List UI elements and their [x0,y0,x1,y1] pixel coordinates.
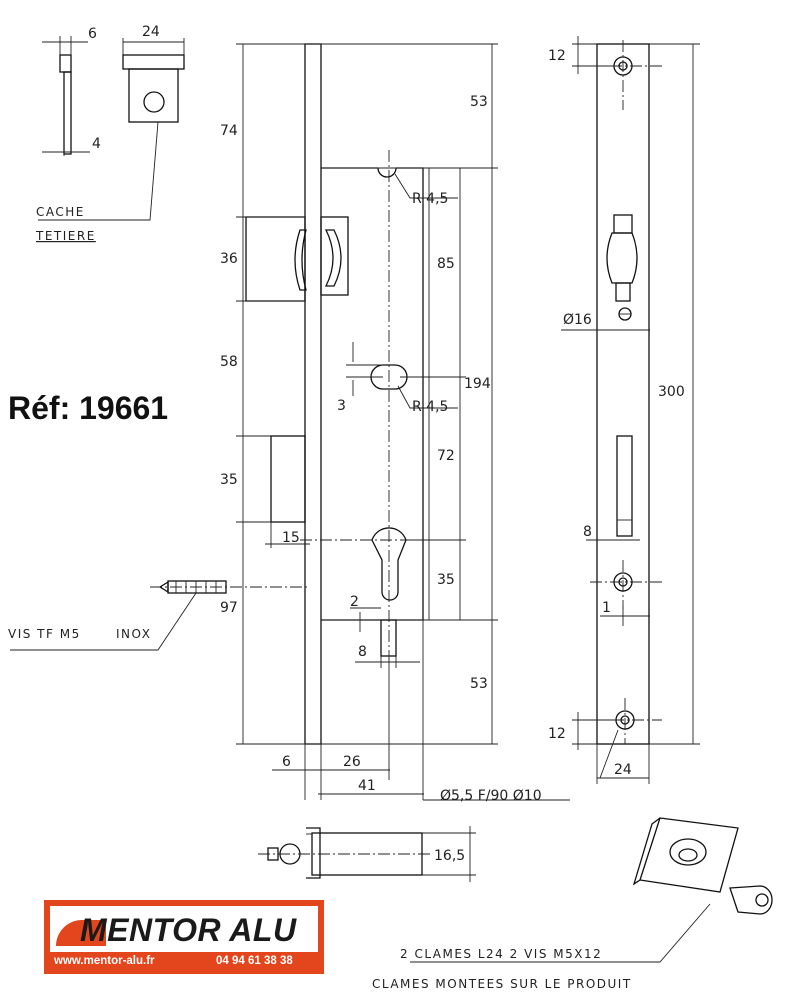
dim-bracket-to-handle: 85 [437,256,455,272]
label-tetiere: TETIERE [35,229,96,243]
dim-bolt-projection: 15 [282,530,300,546]
reference-title: Réf: 19661 [8,390,169,426]
dim-bolt-height: 35 [220,472,238,488]
dim-top-to-bracket: 53 [470,94,488,110]
dim-cache-width: 24 [142,24,160,40]
dim-case-depth: 41 [358,778,376,794]
dim-faceplate-bottom-hole: 12 [548,726,566,742]
dim-faceplate-width: 24 [614,762,632,778]
dim-latch-to-bolt: 58 [220,354,238,370]
dim-clame-thickness: 16,5 [434,848,465,864]
dim-bottom-bracket: 53 [470,676,488,692]
dim-handle-to-cylinder: 72 [437,448,455,464]
dim-faceplate-length: 300 [658,384,685,400]
label-radius-mid: R 4,5 [412,399,448,415]
label-vis-tf: VIS TF M5 [8,627,81,641]
label-radius-top: R 4,5 [412,191,448,207]
clame-side-view [258,826,476,882]
left-dimension-chain [236,43,498,800]
dim-cylinder-height: 35 [437,572,455,588]
dim-offset-1: 1 [602,600,611,616]
dim-screw-position: 97 [220,600,238,616]
logo-brand-name: MENTOR ALU [80,912,297,948]
dim-entraxe: 194 [464,376,491,392]
dim-cache-thickness: 6 [88,26,97,42]
label-inox: INOX [116,627,151,641]
label-cache: CACHE [36,205,85,219]
dim-cache-depth: 4 [92,136,101,152]
logo-frame: MENTOR ALU [50,906,318,952]
dim-faceplate-top-hole: 12 [548,48,566,64]
dim-latch-height: 36 [220,251,238,267]
faceplate-front-view [561,36,700,784]
dim-slot-2: 2 [350,594,359,610]
mentor-alu-logo: MENTOR ALU www.mentor-alu.fr 04 94 61 38… [44,900,324,974]
cache-side-view [42,36,90,156]
dim-slot-8: 8 [358,644,367,660]
right-dimension-chain [321,44,570,801]
label-hole-spec: Ø5,5 F/90 Ø10 [440,788,542,804]
clame-isometric-view [410,817,773,963]
dim-slot-3: 3 [337,398,346,414]
dim-top-to-latch: 74 [220,123,238,139]
dim-bolt-width: 8 [583,524,592,540]
label-clames-1: 2 CLAMES L24 2 VIS M5X12 [400,947,602,961]
cache-front-view [38,38,185,221]
label-clames-2: CLAMES MONTEES SUR LE PRODUIT [372,977,632,991]
logo-phone: 04 94 61 38 38 [216,955,293,967]
logo-website: www.mentor-alu.fr [54,955,155,967]
dim-front-offset: 6 [282,754,291,770]
dim-latch-diameter: Ø16 [563,312,592,328]
dim-backset-26: 26 [343,754,361,770]
